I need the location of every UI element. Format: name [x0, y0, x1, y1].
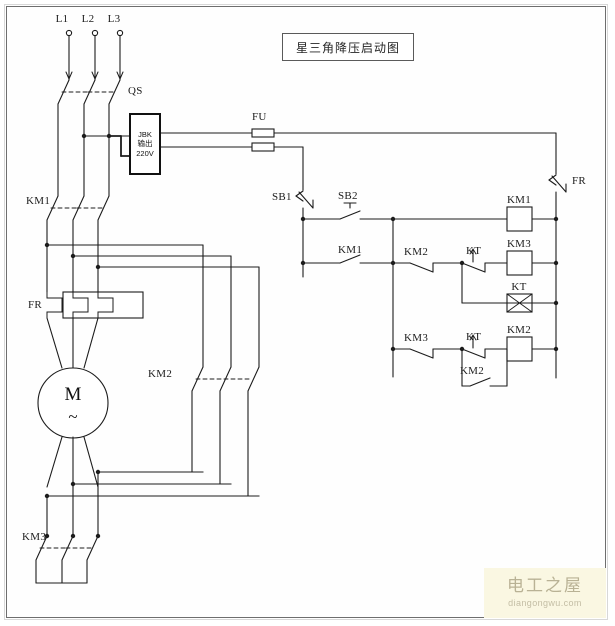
label-coil-kt: KT — [511, 281, 526, 293]
label-coil-km3: KM3 — [507, 238, 531, 250]
label-qs-disconnect: QS — [128, 85, 143, 97]
motor-symbol-ac: ~ — [68, 407, 77, 426]
motor-symbol-m: M — [65, 384, 82, 405]
label-phase-l1: L1 — [56, 13, 69, 25]
label-fr-control-contact: FR — [572, 175, 586, 187]
diagram-title-box: 星三角降压启动图 — [282, 33, 414, 61]
site-watermark: 电工之屋 diangongwu.com — [484, 568, 606, 618]
label-phase-l2: L2 — [82, 13, 95, 25]
control-transformer-box: JBK 输出 220V — [129, 113, 161, 175]
label-sb2-start-button: SB2 — [338, 190, 358, 202]
label-km1-seal-in: KM1 — [338, 244, 362, 256]
label-km2-interlock: KM2 — [404, 246, 428, 258]
label-fr-thermal-element: FR — [28, 299, 42, 311]
label-km3-interlock: KM3 — [404, 332, 428, 344]
label-kt-nc-contact: KT — [466, 245, 481, 257]
transformer-voltage: 220V — [136, 148, 154, 158]
label-coil-km2: KM2 — [507, 324, 531, 336]
label-fu-fuse: FU — [252, 111, 267, 123]
label-km3-star-contactor: KM3 — [22, 531, 46, 543]
label-kt-no-contact: KT — [466, 331, 481, 343]
transformer-output-label: 输出 — [137, 139, 153, 149]
transformer-model: JBK — [138, 129, 152, 139]
label-km2-holding: KM2 — [460, 365, 484, 377]
label-phase-l3: L3 — [108, 13, 121, 25]
diagram-title-text: 星三角降压启动图 — [295, 40, 400, 55]
label-km1-main-contactor: KM1 — [26, 195, 50, 207]
label-sb1-stop-button: SB1 — [272, 191, 292, 203]
watermark-site-url: diangongwu.com — [508, 598, 582, 608]
label-km2-delta-contactor: KM2 — [148, 368, 172, 380]
watermark-site-name: 电工之屋 — [507, 576, 583, 596]
label-coil-km1: KM1 — [507, 194, 531, 206]
